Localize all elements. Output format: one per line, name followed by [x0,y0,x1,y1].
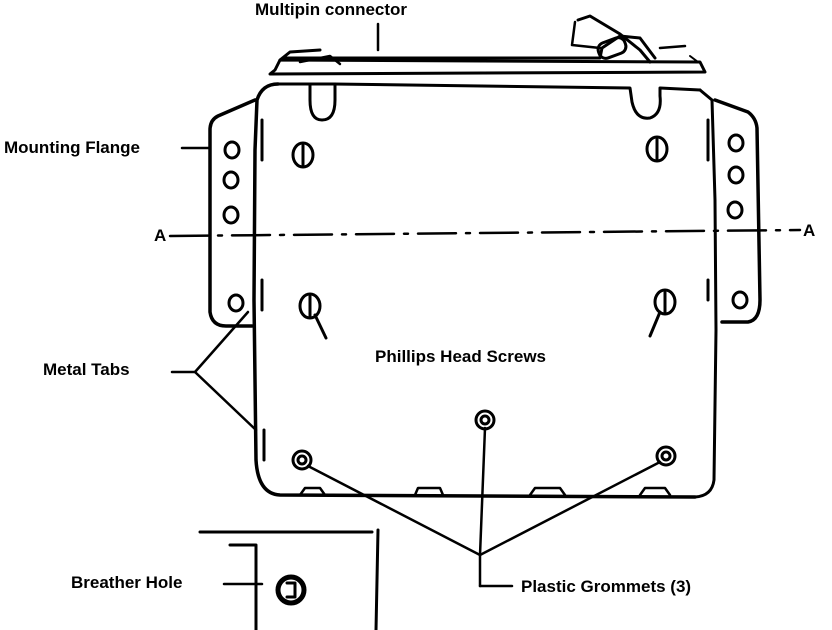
mounting-flange-label: Mounting Flange [4,138,140,157]
phillips-screws [291,135,677,340]
breather-hole-label: Breather Hole [71,573,183,592]
phillips-head-screws-label: Phillips Head Screws [375,347,547,366]
mounting-flange-right [713,98,762,324]
ecu-housing [252,82,718,499]
mounting-flange-left [208,98,257,328]
breather-hole-detail [198,528,380,630]
leader-lines [170,22,662,588]
section-line-a-a [168,228,802,238]
multipin-connector-label: Multipin connector [255,0,408,19]
metal-tabs-label: Metal Tabs [43,360,130,379]
section-a-right-label: A [803,221,816,240]
multipin-connector [268,14,707,76]
plastic-grommets-label: Plastic Grommets (3) [521,577,692,596]
section-a-left-label: A [154,226,167,245]
